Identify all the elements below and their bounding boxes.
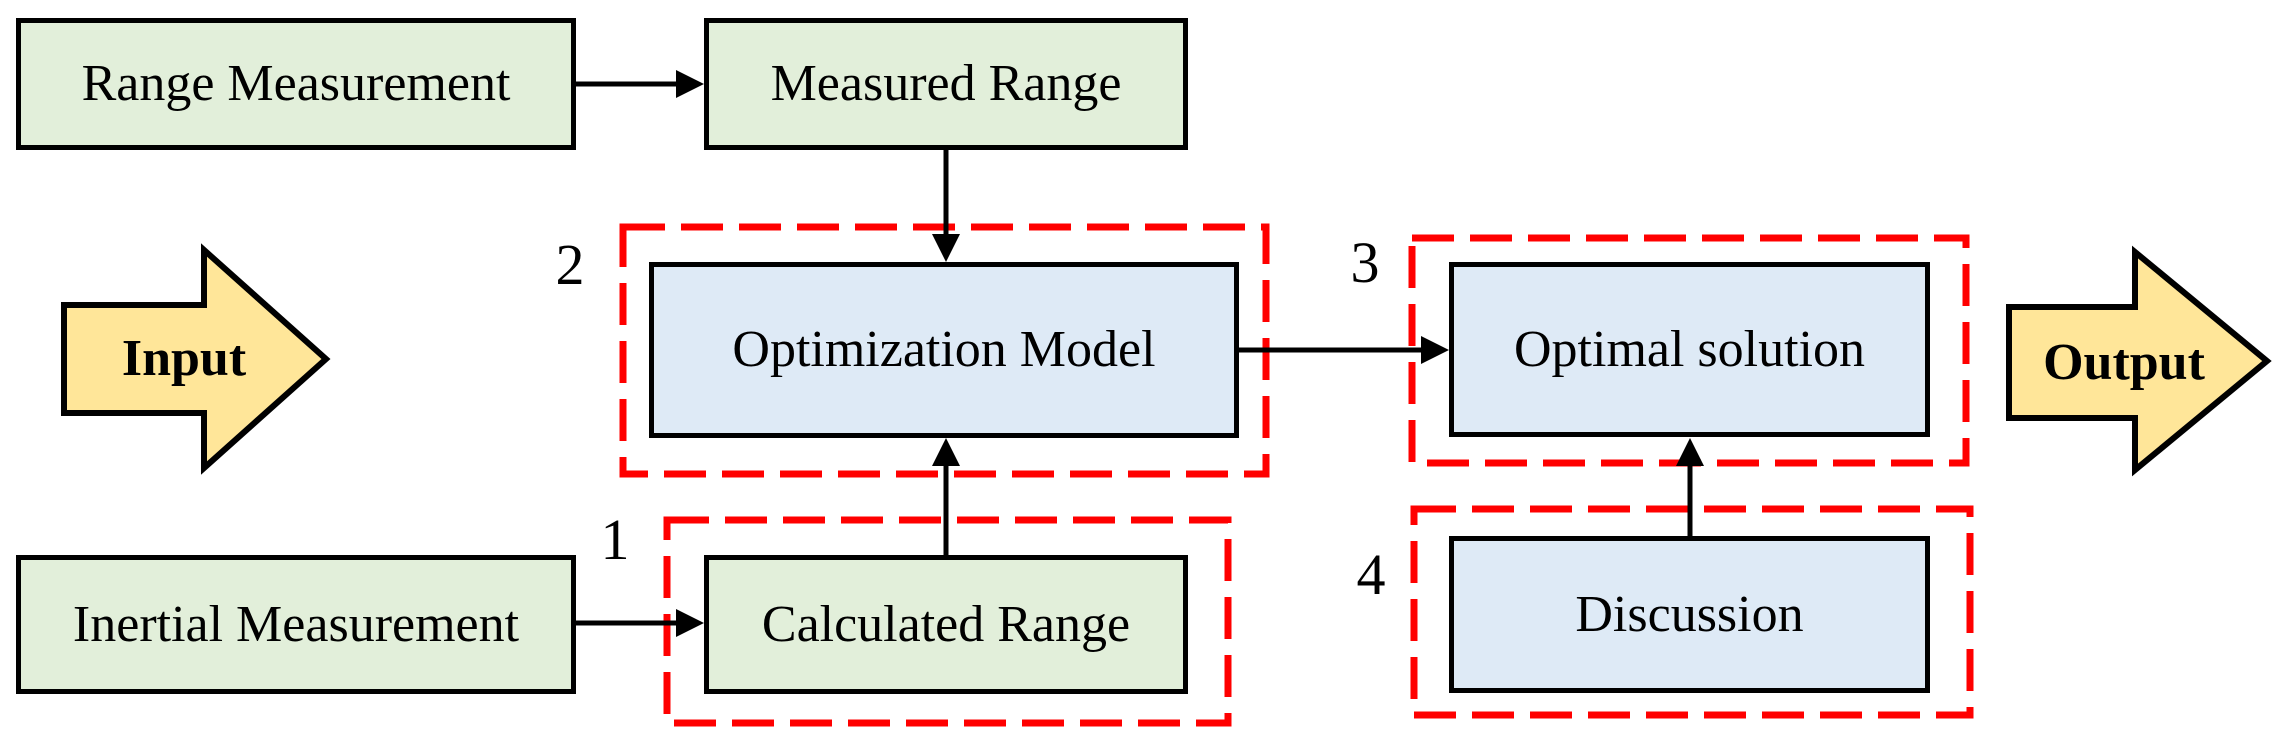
node-measured-range-label: Measured Range bbox=[770, 55, 1122, 112]
node-calculated-range: Calculated Range bbox=[704, 555, 1188, 694]
node-inertial-measurement: Inertial Measurement bbox=[16, 555, 576, 694]
node-measured-range: Measured Range bbox=[704, 18, 1188, 150]
node-optimization-model-label: Optimization Model bbox=[732, 321, 1156, 378]
stage4-dashed-frame bbox=[1410, 505, 1974, 719]
node-calculated-range-label: Calculated Range bbox=[761, 595, 1131, 653]
node-discussion: Discussion bbox=[1449, 536, 1930, 693]
stage4-number-label: 4 bbox=[1356, 542, 1386, 607]
arrow-optimization-to-optimal-head bbox=[1421, 336, 1449, 364]
input-block-arrow bbox=[61, 243, 331, 475]
node-discussion-label: Discussion bbox=[1575, 585, 1804, 643]
arrow-measured-to-optimization-head bbox=[932, 234, 960, 262]
node-optimal-solution: Optimal solution bbox=[1449, 262, 1930, 437]
output-block-arrow bbox=[2006, 245, 2272, 477]
node-optimal-solution-label: Optimal solution bbox=[1514, 320, 1865, 378]
arrow-inertial-to-calculated-head bbox=[676, 609, 704, 637]
node-range-measurement: Range Measurement bbox=[16, 18, 576, 150]
node-optimization-model: Optimization Model bbox=[649, 262, 1239, 438]
arrow-calculated-to-optimization-head bbox=[932, 438, 960, 466]
arrow-discussion-to-optimal-head bbox=[1676, 438, 1704, 466]
stage2-number-label: 2 bbox=[555, 232, 585, 297]
arrow-range-to-measured-head bbox=[676, 70, 704, 98]
output-arrow-label: Output bbox=[2043, 333, 2205, 391]
stage3-number-label: 3 bbox=[1350, 230, 1380, 295]
node-range-measurement-label: Range Measurement bbox=[81, 55, 511, 112]
node-inertial-measurement-label: Inertial Measurement bbox=[72, 595, 520, 653]
stage1-number-label: 1 bbox=[600, 507, 630, 572]
input-arrow-label: Input bbox=[121, 330, 247, 387]
